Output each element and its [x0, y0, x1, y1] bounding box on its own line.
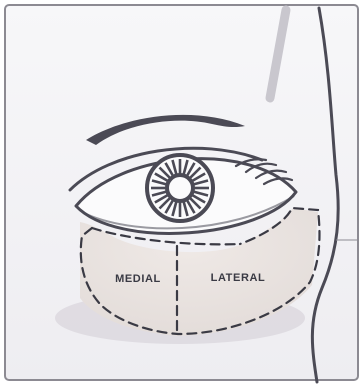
pupil	[175, 183, 185, 193]
zone-label-lateral: LATERAL	[211, 272, 266, 284]
zone-label-medial: MEDIAL	[115, 273, 161, 285]
